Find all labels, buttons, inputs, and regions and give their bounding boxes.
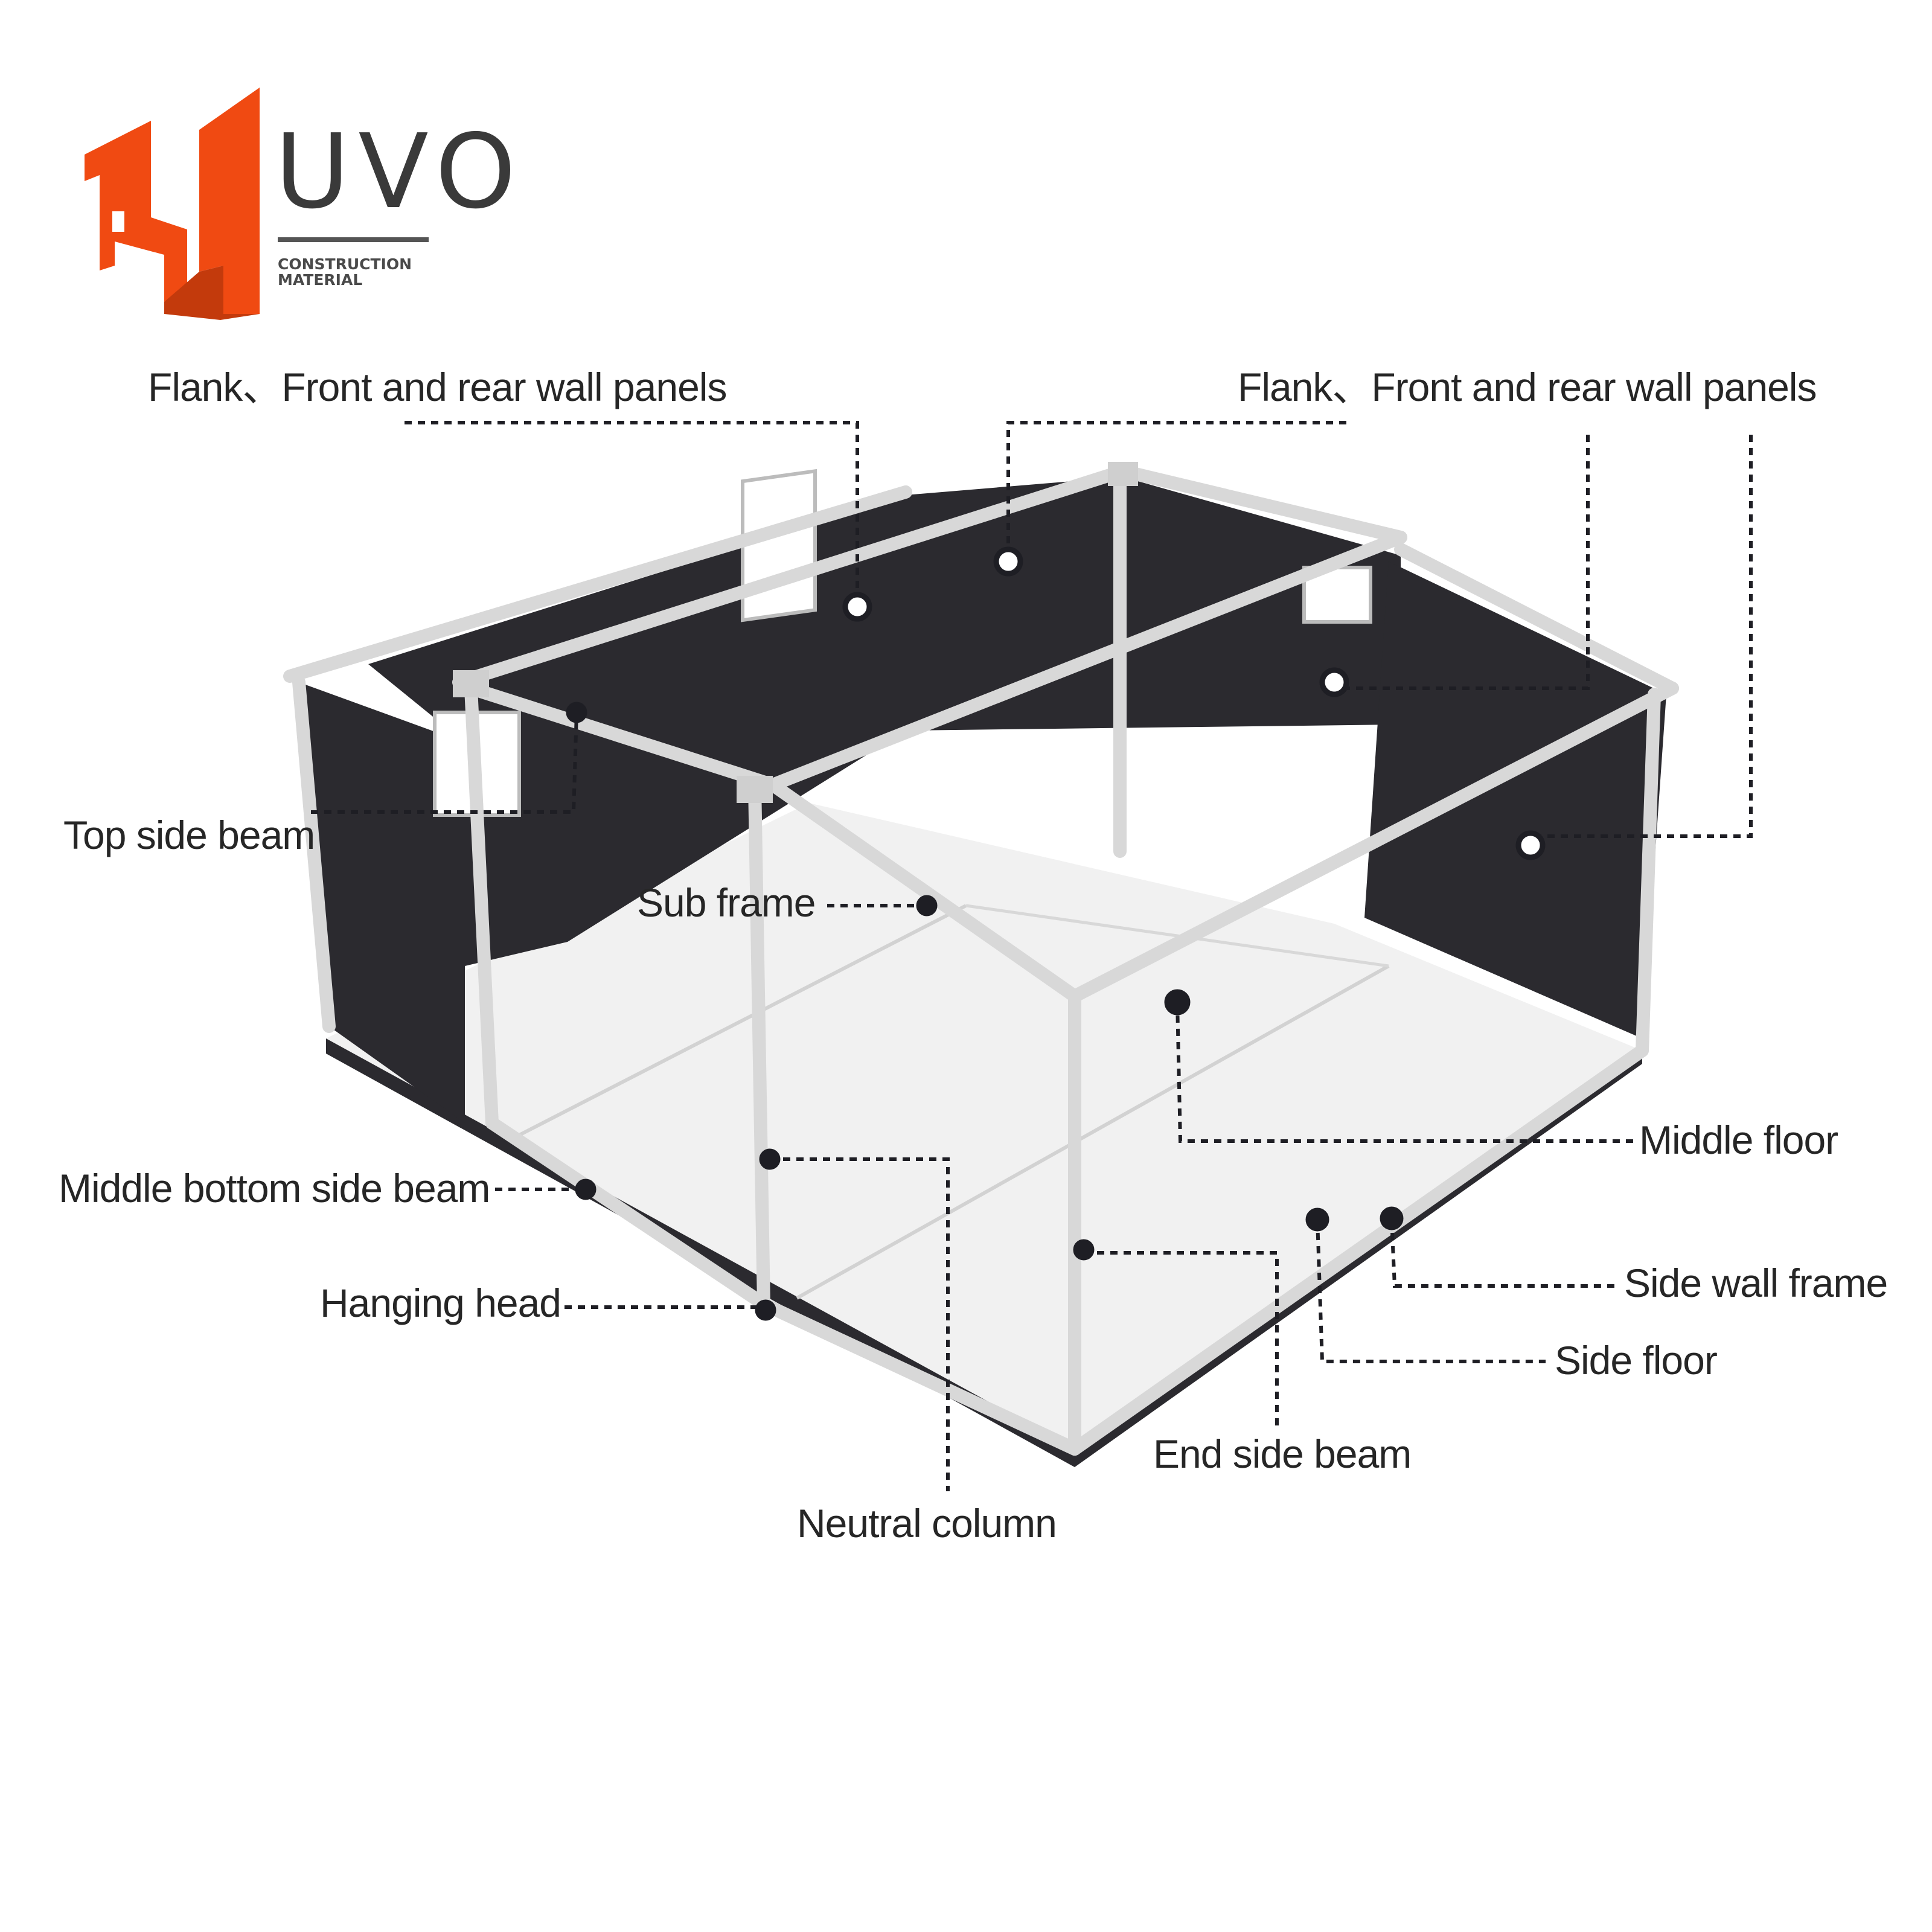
back-wall-right	[906, 477, 1401, 731]
brand-tagline: CONSTRUCTION MATERIAL	[278, 257, 459, 288]
leader-wall-panels-right-c	[1534, 435, 1753, 838]
marker-side-wall-frame	[1380, 1206, 1404, 1230]
uvo-logo-mark	[85, 88, 260, 320]
marker-wall-panel-3	[1319, 667, 1349, 697]
top-rail-right-end	[1394, 543, 1679, 695]
label-hanging-head: Hanging head	[320, 1281, 561, 1325]
leader-wall-panels-right-b	[1340, 435, 1590, 690]
leader-wall-panels-left	[405, 421, 859, 607]
marker-wall-panel-2	[993, 546, 1023, 577]
left-end-wall	[299, 682, 465, 1123]
leader-wall-panels-right-a	[1006, 421, 1346, 561]
top-rail-back	[1116, 464, 1407, 544]
label-middle-bottom-side-beam: Middle bottom side beam	[59, 1166, 490, 1211]
label-sub-frame: Sub frame	[637, 880, 816, 925]
label-neutral-column: Neutral column	[797, 1501, 1057, 1546]
marker-neutral-column	[759, 1148, 781, 1170]
marker-sub-frame	[916, 895, 938, 916]
logo-door-notch	[112, 211, 124, 232]
column-cap-2	[1108, 462, 1138, 486]
label-end-side-beam: End side beam	[1153, 1431, 1412, 1476]
floor-seam-2	[796, 964, 1390, 1300]
label-top-side-beam: Top side beam	[63, 813, 315, 857]
marker-top-side-beam	[566, 702, 587, 723]
brand-tagline-line1: CONSTRUCTION	[278, 255, 412, 273]
top-rail-front-right	[1068, 682, 1679, 1003]
house-floor-group	[326, 803, 1642, 1467]
column-cap-3	[453, 670, 489, 697]
leader-neutral-column	[770, 1157, 950, 1491]
marker-middle-floor	[1164, 989, 1191, 1016]
top-rail-ridge	[766, 531, 1407, 792]
marker-middle-bottom-side-beam	[575, 1179, 597, 1200]
column-left-front	[464, 682, 499, 1130]
brand-name: UVO	[275, 112, 525, 232]
leader-end-side-beam	[1084, 1251, 1279, 1431]
logo-right-pillar	[199, 88, 260, 314]
label-side-wall-frame: Side wall frame	[1624, 1261, 1888, 1305]
brand-divider	[278, 237, 429, 242]
bottom-beam-front-left	[485, 1116, 770, 1311]
column-cap-1	[737, 776, 773, 803]
label-wall-panels-right: Flank、Front and rear wall panels	[1238, 365, 1817, 409]
top-rail-middle	[464, 682, 779, 792]
top-rail-sub-diagonal	[766, 778, 1081, 1003]
leader-lines	[311, 421, 1753, 1491]
label-middle-floor: Middle floor	[1639, 1118, 1838, 1162]
marker-wall-panel-1	[842, 592, 872, 622]
bottom-beam-front-right	[757, 1297, 1081, 1456]
marker-side-floor	[1305, 1208, 1329, 1232]
column-left-end	[292, 676, 336, 1033]
column-neutral	[748, 778, 770, 1311]
floor-surface	[326, 803, 1642, 1449]
marker-hanging-head	[755, 1299, 776, 1321]
floor-seam-3	[965, 904, 1389, 968]
leader-side-wall-frame	[1390, 1219, 1618, 1288]
label-side-floor: Side floor	[1555, 1338, 1718, 1383]
brand-tagline-line2: MATERIAL	[278, 271, 363, 289]
marker-wall-panel-4	[1515, 830, 1546, 860]
floor-seam-1	[518, 904, 967, 1137]
right-end-wall	[1364, 561, 1666, 1038]
marker-end-side-beam	[1073, 1239, 1095, 1261]
logo-base-shade	[164, 266, 260, 320]
logo-left-pillar	[85, 121, 187, 302]
top-rail-front	[452, 464, 1130, 689]
frame-group	[283, 462, 1679, 1456]
window-back-left	[741, 469, 817, 622]
label-wall-panels-left: Flank、Front and rear wall panels	[148, 365, 727, 409]
callout-markers	[566, 546, 1546, 1321]
leader-middle-floor	[1176, 1002, 1633, 1143]
column-right-end	[1636, 688, 1661, 1057]
top-rail-left-end	[283, 485, 912, 683]
bottom-beam-side	[1068, 1044, 1649, 1456]
